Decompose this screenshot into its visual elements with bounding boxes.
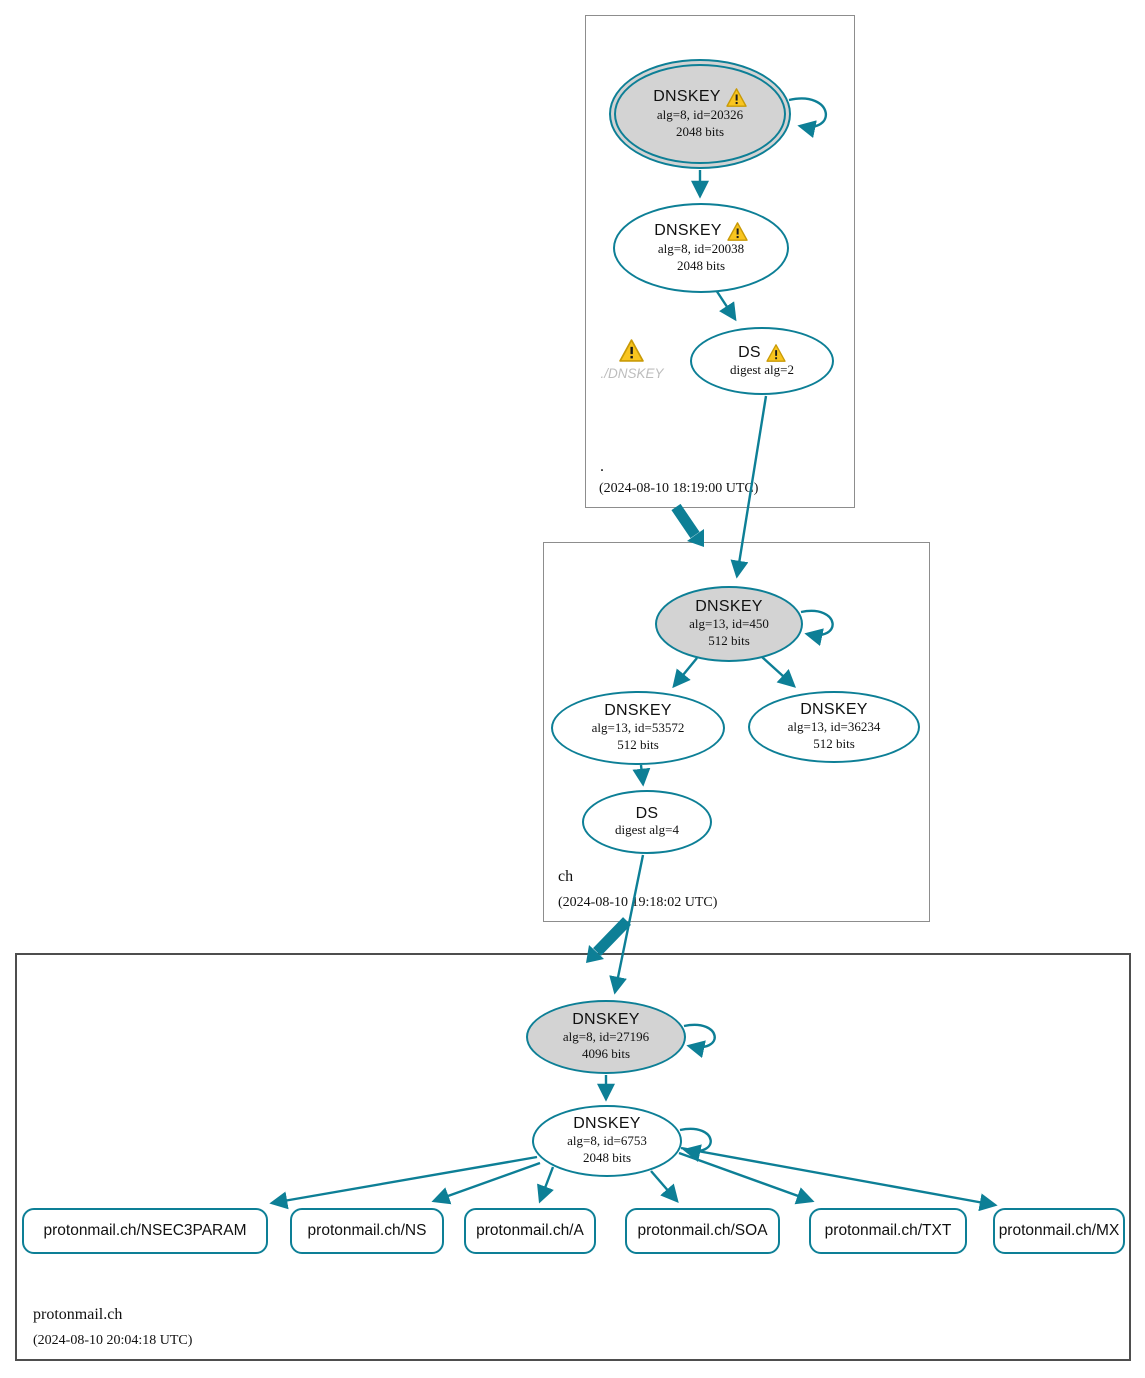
node-detail-alg: alg=13, id=450 <box>689 615 769 631</box>
zone-timestamp-ch: (2024-08-10 19:18:02 UTC) <box>558 895 718 910</box>
warning-icon <box>727 221 748 241</box>
warning-icon <box>766 343 786 362</box>
zone-box-protonmail <box>15 953 1131 1361</box>
dnskey-node-pm-ksk[interactable]: DNSKEY alg=8, id=27196 4096 bits <box>526 1000 686 1074</box>
zone-box-root <box>585 15 855 508</box>
node-title: DNSKEY <box>653 88 721 106</box>
node-title: DS <box>635 804 659 822</box>
rrset-a[interactable]: protonmail.ch/A <box>464 1208 596 1254</box>
rrset-soa[interactable]: protonmail.ch/SOA <box>625 1208 780 1254</box>
zone-label-protonmail: protonmail.ch <box>33 1306 123 1323</box>
node-detail-bits: 512 bits <box>708 632 750 648</box>
rrset-ns[interactable]: protonmail.ch/NS <box>290 1208 444 1254</box>
node-title: DNSKEY <box>654 222 722 240</box>
zone-arrow-root-to-ch <box>671 503 700 539</box>
rrset-nsec3param[interactable]: protonmail.ch/NSEC3PARAM <box>22 1208 268 1254</box>
ds-node-ch[interactable]: DS digest alg=4 <box>582 790 712 854</box>
node-title: DS <box>738 343 761 361</box>
zone-timestamp-protonmail: (2024-08-10 20:04:18 UTC) <box>33 1333 193 1348</box>
node-detail-alg: alg=8, id=6753 <box>567 1132 647 1148</box>
dnskey-node-root-zsk[interactable]: DNSKEY alg=8, id=20038 2048 bits <box>613 203 789 293</box>
rrset-mx[interactable]: protonmail.ch/MX <box>993 1208 1125 1254</box>
node-title: DNSKEY <box>695 598 763 616</box>
node-detail-bits: 2048 bits <box>675 123 725 139</box>
node-title: DNSKEY <box>573 1115 641 1133</box>
node-detail-digest: digest alg=4 <box>614 822 680 838</box>
dnskey-node-ch-ksk[interactable]: DNSKEY alg=13, id=450 512 bits <box>655 586 803 662</box>
node-detail-bits: 512 bits <box>617 736 659 752</box>
error-caption-root-dnskey: ./DNSKEY <box>600 366 664 381</box>
rrset-txt[interactable]: protonmail.ch/TXT <box>809 1208 967 1254</box>
node-detail-alg: alg=13, id=53572 <box>591 719 685 735</box>
dnskey-node-ch-zsk2[interactable]: DNSKEY alg=13, id=36234 512 bits <box>748 691 920 763</box>
node-title: DNSKEY <box>800 701 868 719</box>
ds-node-root[interactable]: DS digest alg=2 <box>690 327 834 395</box>
node-detail-alg: alg=13, id=36234 <box>787 718 881 734</box>
node-title: DNSKEY <box>604 702 672 720</box>
warning-icon <box>726 87 747 107</box>
node-detail-alg: alg=8, id=20038 <box>657 240 745 256</box>
zone-timestamp-root: (2024-08-10 18:19:00 UTC) <box>599 481 759 496</box>
node-title: DNSKEY <box>572 1011 640 1029</box>
node-detail-bits: 4096 bits <box>581 1045 631 1061</box>
zone-arrow-ch-to-pm <box>593 917 631 956</box>
node-detail-alg: alg=8, id=20326 <box>656 106 744 122</box>
node-detail-digest: digest alg=2 <box>729 361 795 377</box>
dnskey-node-pm-zsk[interactable]: DNSKEY alg=8, id=6753 2048 bits <box>532 1105 682 1177</box>
node-detail-bits: 2048 bits <box>582 1149 632 1165</box>
zone-label-root: . <box>600 458 604 475</box>
node-detail-bits: 2048 bits <box>676 257 726 273</box>
node-detail-alg: alg=8, id=27196 <box>562 1028 650 1044</box>
zone-label-ch: ch <box>558 868 574 885</box>
dnskey-node-ch-zsk1[interactable]: DNSKEY alg=13, id=53572 512 bits <box>551 691 725 765</box>
warning-icon <box>619 339 644 362</box>
node-detail-bits: 512 bits <box>813 735 855 751</box>
dnskey-node-root-ksk[interactable]: DNSKEY alg=8, id=20326 2048 bits <box>609 59 791 169</box>
